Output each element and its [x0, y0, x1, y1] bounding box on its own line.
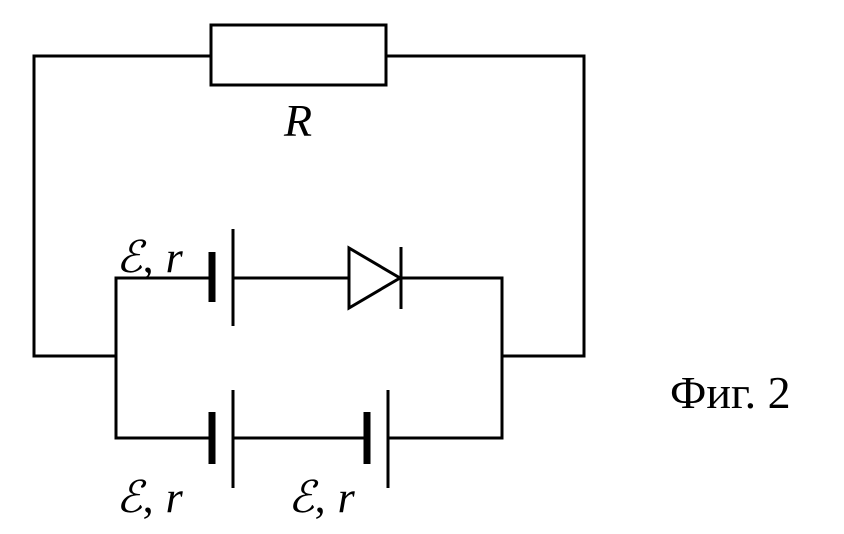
battery-top-emf: ℰ — [116, 233, 147, 282]
parallel-rails — [114, 276, 504, 440]
battery-top-sep: , — [143, 233, 154, 282]
battery-bottom-left-sep: , — [143, 473, 154, 522]
figure-caption: Фиг. 2 — [670, 367, 791, 418]
battery-top-r: r — [166, 233, 184, 282]
outer-loop — [32, 54, 586, 358]
battery-top-label: ℰ,r — [116, 233, 184, 282]
resistor-body — [209, 23, 388, 87]
wire-top-right — [384, 54, 586, 358]
resistor: R — [209, 23, 388, 146]
lower-branch — [114, 390, 504, 488]
battery-bottom-right-r: r — [338, 473, 356, 522]
battery-bottom-right-emf: ℰ — [288, 473, 319, 522]
upper-branch — [114, 229, 504, 326]
wire-top-left — [32, 54, 212, 358]
battery-bottom-right-label: ℰ,r — [288, 473, 356, 522]
resistor-label: R — [283, 95, 312, 146]
battery-bottom-left-r: r — [166, 473, 184, 522]
battery-bottom-right-sep: , — [315, 473, 326, 522]
diode-icon — [347, 245, 403, 311]
battery-bottom-left-label: ℰ,r — [116, 473, 184, 522]
battery-bottom-left-emf: ℰ — [116, 473, 147, 522]
